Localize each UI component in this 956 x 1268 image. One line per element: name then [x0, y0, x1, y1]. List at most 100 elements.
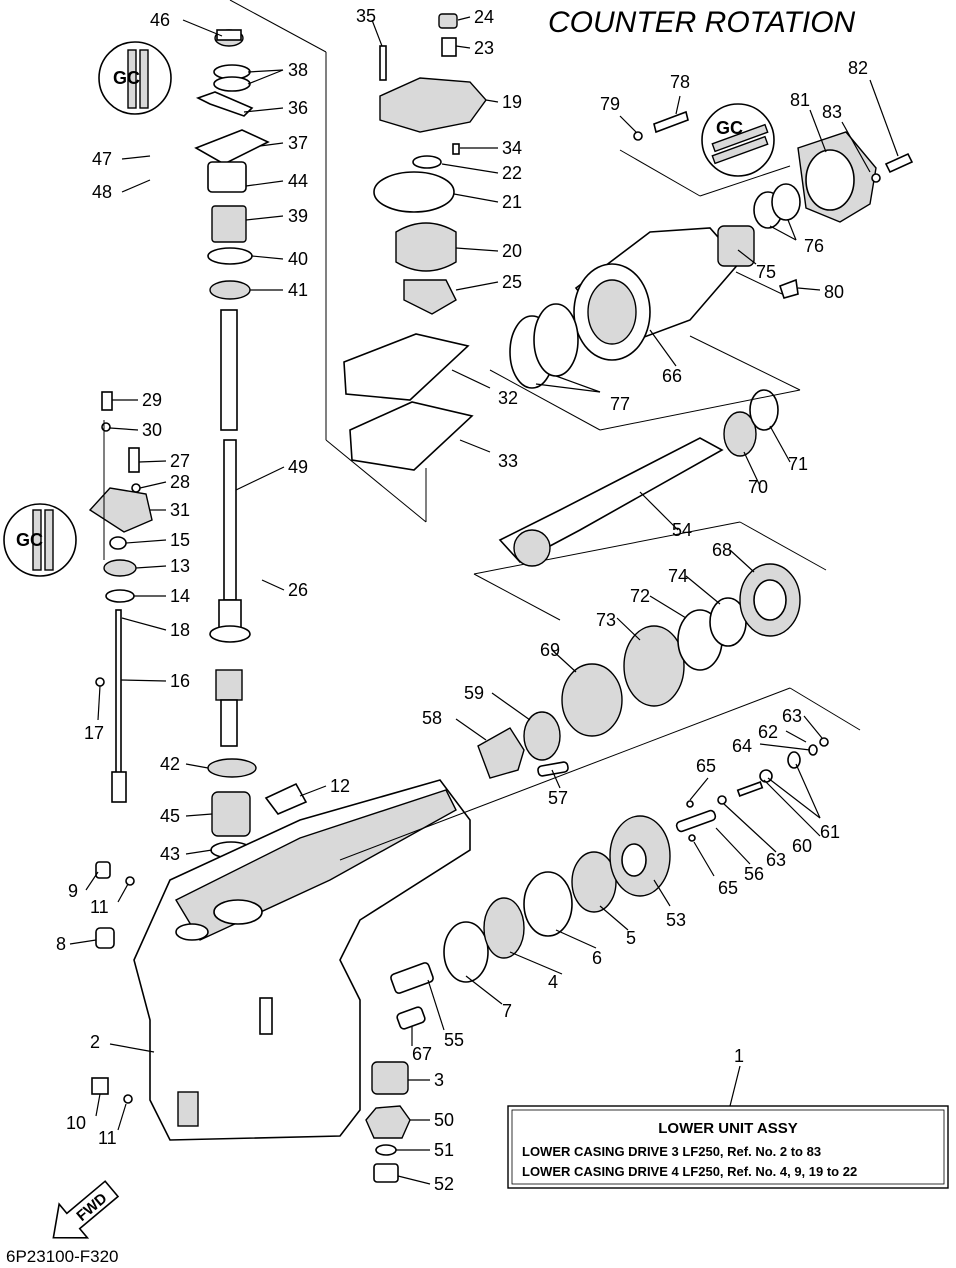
callout-59: 59 — [464, 683, 484, 703]
callout-22: 22 — [502, 163, 522, 183]
callout-23: 23 — [474, 38, 494, 58]
callout-36: 36 — [288, 98, 308, 118]
drive-shaft-assembly — [194, 0, 327, 859]
callout-9: 9 — [68, 881, 78, 901]
callout-61: 61 — [820, 822, 840, 842]
callout-16: 16 — [170, 671, 190, 691]
callout-27: 27 — [170, 451, 190, 471]
callout-3: 3 — [434, 1070, 444, 1090]
callout-17: 17 — [84, 723, 104, 743]
callout-31: 31 — [170, 500, 190, 520]
callout-35: 35 — [356, 6, 376, 26]
callout-20: 20 — [502, 241, 522, 261]
callout-57: 57 — [548, 788, 568, 808]
callout-50: 50 — [434, 1110, 454, 1130]
callout-70: 70 — [748, 477, 768, 497]
shift-rod-assembly — [88, 391, 153, 803]
callout-45: 45 — [160, 806, 180, 826]
grease-icon: GC — [701, 103, 775, 177]
note-line-1: LOWER CASING DRIVE 3 LF250, Ref. No. 2 t… — [522, 1144, 821, 1159]
note-line-2: LOWER CASING DRIVE 4 LF250, Ref. No. 4, … — [522, 1164, 857, 1179]
callout-48: 48 — [92, 182, 112, 202]
callout-32: 32 — [498, 388, 518, 408]
callout-64: 64 — [732, 736, 752, 756]
svg-text:GC: GC — [113, 68, 140, 88]
callout-25: 25 — [502, 272, 522, 292]
callout-41: 41 — [288, 280, 308, 300]
callout-80: 80 — [824, 282, 844, 302]
callout-77: 77 — [610, 394, 630, 414]
callout-7: 7 — [502, 1001, 512, 1021]
svg-text:GC: GC — [16, 530, 43, 550]
callout-68: 68 — [712, 540, 732, 560]
callout-58: 58 — [422, 708, 442, 728]
callout-26: 26 — [288, 580, 308, 600]
callout-24: 24 — [474, 7, 494, 27]
callout-56: 56 — [744, 864, 764, 884]
lower-casing — [91, 779, 471, 1141]
callout-12: 12 — [330, 776, 350, 796]
callout-63: 63 — [766, 850, 786, 870]
callout-8: 8 — [56, 934, 66, 954]
callout-19: 19 — [502, 92, 522, 112]
callout-81: 81 — [790, 90, 810, 110]
propeller-shaft-housing — [489, 110, 914, 567]
callout-79: 79 — [600, 94, 620, 114]
callout-46: 46 — [150, 10, 170, 30]
callout-74: 74 — [668, 566, 688, 586]
callout-76: 76 — [804, 236, 824, 256]
callout-29: 29 — [142, 390, 162, 410]
gear-case-internals — [339, 521, 861, 983]
callout-38: 38 — [288, 60, 308, 80]
callout-75: 75 — [756, 262, 776, 282]
pinion-gear-assembly — [365, 962, 434, 1183]
callout-51: 51 — [434, 1140, 454, 1160]
svg-text:GC: GC — [716, 118, 743, 138]
callout-73: 73 — [596, 610, 616, 630]
callout-10: 10 — [66, 1113, 86, 1133]
callout-43: 43 — [160, 844, 180, 864]
callout-37: 37 — [288, 133, 308, 153]
callout-66: 66 — [662, 366, 682, 386]
grease-icon: GC — [98, 41, 172, 115]
note-title: LOWER UNIT ASSY — [658, 1120, 797, 1137]
leader-lines — [69, 16, 899, 1185]
callout-2: 2 — [90, 1032, 100, 1052]
callout-11: 11 — [90, 897, 109, 917]
callout-82: 82 — [848, 58, 868, 78]
callout-62: 62 — [758, 722, 778, 742]
diagram-title: COUNTER ROTATION — [548, 6, 856, 39]
callout-34: 34 — [502, 138, 522, 158]
callout-71: 71 — [788, 454, 808, 474]
callout-33: 33 — [498, 451, 518, 471]
callout-67: 67 — [412, 1044, 432, 1064]
callout-21: 21 — [502, 192, 522, 212]
callout-5: 5 — [626, 928, 636, 948]
callout-69: 69 — [540, 640, 560, 660]
callout-54: 54 — [672, 520, 692, 540]
fwd-arrow-icon: FWD — [52, 1180, 120, 1239]
callout-39: 39 — [288, 206, 308, 226]
callout-49: 49 — [288, 457, 308, 477]
drawing-code: 6P23100-F320 — [6, 1247, 118, 1266]
callout-18: 18 — [170, 620, 190, 640]
callout-47: 47 — [92, 149, 112, 169]
callout-labels: 46 38 36 37 47 48 44 39 40 41 35 24 23 1… — [56, 6, 868, 1194]
callout-1: 1 — [734, 1046, 744, 1066]
callout-13: 13 — [170, 556, 190, 576]
callout-44: 44 — [288, 171, 308, 191]
callout-11b: 11 — [98, 1128, 117, 1148]
callout-52: 52 — [434, 1174, 454, 1194]
callout-65b: 65 — [718, 878, 738, 898]
callout-83: 83 — [822, 102, 842, 122]
callout-63b: 63 — [782, 706, 802, 726]
callout-15: 15 — [170, 530, 190, 550]
callout-28: 28 — [170, 472, 190, 492]
callout-30: 30 — [142, 420, 162, 440]
callout-65: 65 — [696, 756, 716, 776]
note-box: LOWER UNIT ASSY LOWER CASING DRIVE 3 LF2… — [507, 1105, 949, 1189]
callout-78: 78 — [670, 72, 690, 92]
callout-53: 53 — [666, 910, 686, 930]
water-pump-assembly — [325, 13, 487, 523]
